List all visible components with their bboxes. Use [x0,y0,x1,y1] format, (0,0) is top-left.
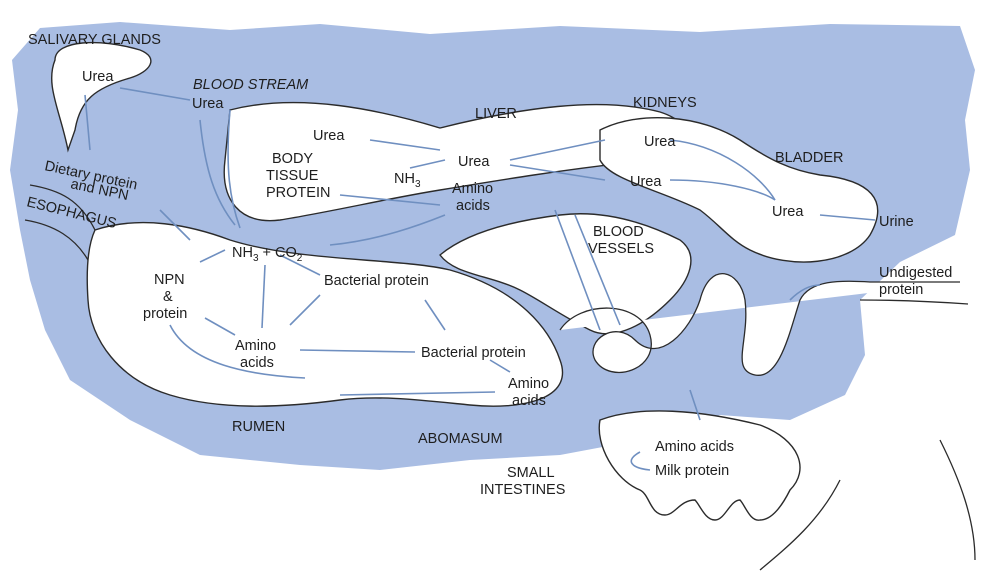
node-urine: Urine [879,214,914,230]
label-bladder: BLADDER [775,150,844,166]
label-body: BODY [272,151,313,167]
node-amino-udder: Amino acids [655,439,734,455]
label-tissue: TISSUE [266,168,319,184]
label-salivary-glands: SALIVARY GLANDS [28,32,161,48]
node-amino-rumen-2: acids [240,355,274,371]
node-amino-abomasum-1: Amino [508,376,549,392]
label-rumen: RUMEN [232,419,285,435]
node-amino-rumen-1: Amino [235,338,276,354]
undigested-exit-tube [860,300,968,304]
node-bacterial-protein-rumen: Bacterial protein [324,273,429,289]
node-amino-liver-1: Amino [452,181,493,197]
label-small: SMALL [507,465,555,481]
node-urea-kidney-bottom: Urea [630,174,662,190]
node-npn-3: protein [143,306,187,322]
label-kidneys: KIDNEYS [633,95,697,111]
node-npn-2: & [163,289,173,305]
label-intestines: INTESTINES [480,482,565,498]
node-bacterial-protein-abomasum: Bacterial protein [421,345,526,361]
node-amino-abomasum-2: acids [512,393,546,409]
node-urea-stream-1: Urea [192,96,224,112]
node-undigested-2: protein [879,282,923,298]
node-urea-salivary: Urea [82,69,114,85]
node-npn-1: NPN [154,272,185,288]
label-abomasum: ABOMASUM [418,431,503,447]
label-blood: BLOOD [593,224,644,240]
label-vessels: VESSELS [588,241,654,257]
node-urea-stream-2: Urea [313,128,345,144]
node-milk-protein: Milk protein [655,463,729,479]
node-undigested-1: Undigested [879,265,952,281]
node-amino-liver-2: acids [456,198,490,214]
node-urea-kidney-top: Urea [644,134,676,150]
node-urea-liver: Urea [458,154,490,170]
label-protein: PROTEIN [266,185,330,201]
node-urea-bladder: Urea [772,204,804,220]
label-liver: LIVER [475,106,517,122]
cow-body-outline [940,440,975,560]
label-blood-stream: BLOOD STREAM [193,77,309,93]
